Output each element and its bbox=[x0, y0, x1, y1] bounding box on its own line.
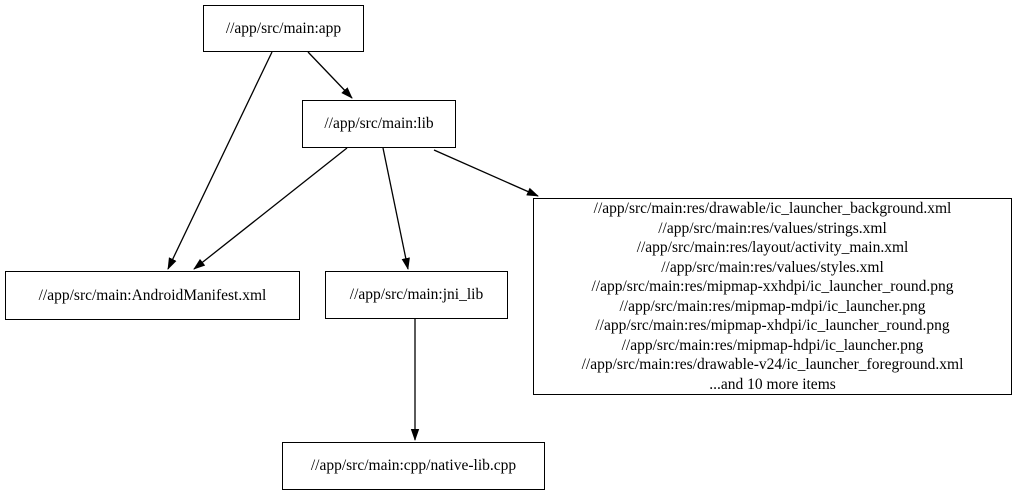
edge-lib-to-jni-lib bbox=[382, 147, 410, 270]
node-jni-lib: //app/src/main:jni_lib bbox=[325, 271, 508, 319]
node-res-group-label: //app/src/main:res/mipmap-xhdpi/ic_launc… bbox=[595, 317, 950, 334]
node-res-group-label: ...and 10 more items bbox=[709, 375, 836, 393]
node-res-group-label: //app/src/main:res/values/strings.xml bbox=[658, 219, 887, 237]
node-native-lib-cpp: //app/src/main:cpp/native-lib.cpp bbox=[282, 442, 545, 490]
node-res-group-label: //app/src/main:res/mipmap-mdpi/ic_launch… bbox=[619, 297, 926, 315]
node-app-label: //app/src/main:app bbox=[225, 19, 342, 37]
node-lib: //app/src/main:lib bbox=[302, 100, 456, 148]
node-res-group-label: //app/src/main:res/mipmap-hdpi/ic_launch… bbox=[621, 336, 924, 354]
node-app: //app/src/main:app bbox=[203, 5, 364, 52]
edge-app-to-lib bbox=[307, 51, 353, 99]
node-res-group: //app/src/main:res/drawable/ic_launcher_… bbox=[533, 198, 1012, 395]
node-res-group-label: //app/src/main:res/drawable-v24/ic_launc… bbox=[581, 356, 964, 373]
node-res-group-label: //app/src/main:res/drawable/ic_launcher_… bbox=[593, 200, 952, 217]
node-jni-lib-label: //app/src/main:jni_lib bbox=[349, 286, 484, 304]
edge-lib-to-android-manifest bbox=[193, 147, 348, 270]
node-native-lib-cpp-label: //app/src/main:cpp/native-lib.cpp bbox=[310, 457, 517, 475]
edges-group bbox=[167, 51, 539, 441]
node-res-group-label: //app/src/main:res/values/styles.xml bbox=[661, 258, 884, 276]
node-res-group-label: //app/src/main:res/layout/activity_main.… bbox=[636, 239, 909, 256]
edge-app-to-android-manifest bbox=[167, 51, 273, 270]
node-res-group-label: //app/src/main:res/mipmap-xxhdpi/ic_laun… bbox=[591, 278, 954, 295]
node-android-manifest-label: //app/src/main:AndroidManifest.xml bbox=[38, 286, 267, 304]
node-android-manifest: //app/src/main:AndroidManifest.xml bbox=[5, 271, 300, 320]
edge-lib-to-res-group bbox=[433, 149, 539, 197]
node-lib-label: //app/src/main:lib bbox=[324, 115, 434, 133]
